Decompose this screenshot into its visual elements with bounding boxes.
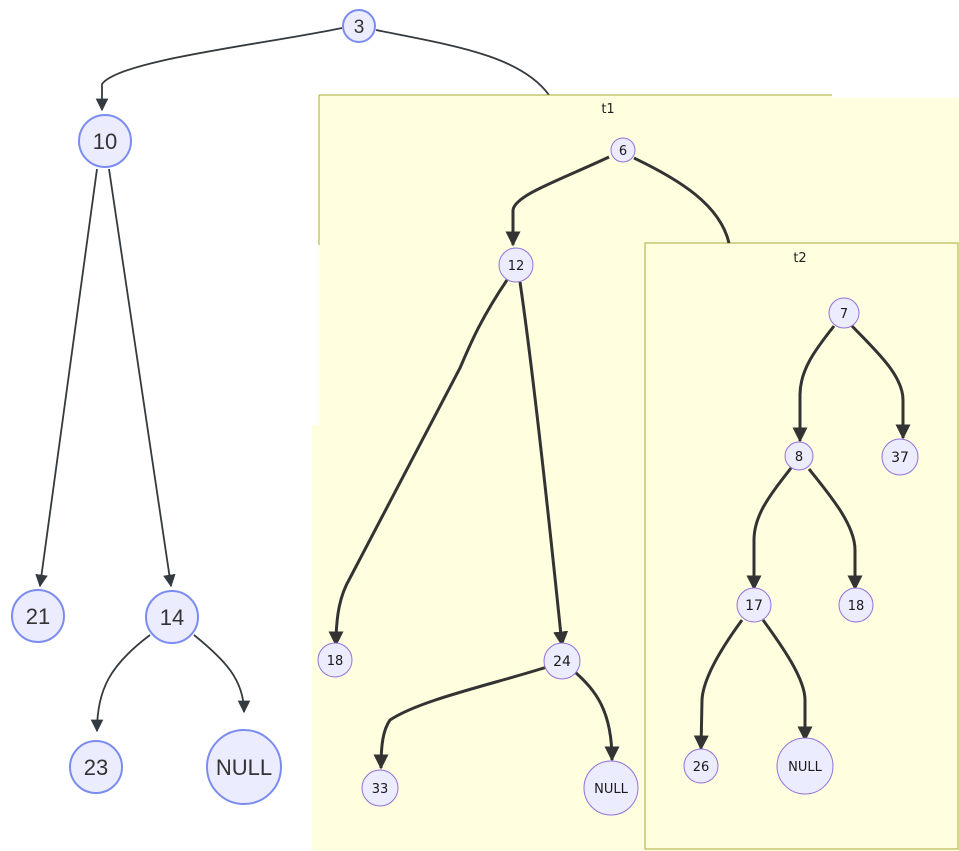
svg-text:12: 12 xyxy=(508,259,525,274)
svg-text:23: 23 xyxy=(84,755,108,780)
node-8: 8 xyxy=(784,441,814,471)
node-21: 21 xyxy=(11,589,65,643)
svg-text:10: 10 xyxy=(93,129,117,154)
svg-text:33: 33 xyxy=(372,782,389,797)
svg-text:3: 3 xyxy=(354,17,365,38)
svg-text:18: 18 xyxy=(327,654,344,669)
t2-edges xyxy=(693,324,911,751)
node-6: 6 xyxy=(610,137,636,163)
node-14: 14 xyxy=(145,590,199,644)
svg-text:24: 24 xyxy=(553,654,571,670)
svg-text:NULL: NULL xyxy=(594,782,628,797)
node-null-outer: NULL xyxy=(206,729,282,805)
svg-text:NULL: NULL xyxy=(788,760,822,775)
edge-3-t1 xyxy=(375,29,550,96)
cluster-t1-label: t1 xyxy=(601,102,614,117)
svg-text:7: 7 xyxy=(840,307,848,322)
edge-24-33 xyxy=(373,665,548,770)
node-37: 37 xyxy=(881,438,919,476)
outer-edges xyxy=(35,27,550,733)
node-null-t2: NULL xyxy=(776,737,834,795)
node-10: 10 xyxy=(78,114,132,168)
node-23: 23 xyxy=(69,740,123,794)
edge-14-null xyxy=(193,634,251,714)
edge-6-t2 xyxy=(633,156,731,244)
outer-nodes: 3 10 21 14 23 NULL xyxy=(11,9,376,805)
edge-17-26 xyxy=(693,619,744,751)
node-18-t2: 18 xyxy=(838,587,874,623)
edge-7-37 xyxy=(850,324,911,440)
edge-8-17 xyxy=(746,467,793,591)
edge-10-14 xyxy=(108,168,176,588)
edge-7-8 xyxy=(792,325,836,443)
edge-17-null xyxy=(761,619,813,742)
svg-text:21: 21 xyxy=(26,604,50,629)
node-17: 17 xyxy=(736,587,772,623)
edge-14-23 xyxy=(90,634,151,733)
node-26: 26 xyxy=(683,748,719,784)
t2-nodes: 7 8 37 17 18 26 NULL xyxy=(683,297,919,795)
edge-6-12 xyxy=(505,155,610,247)
node-24: 24 xyxy=(543,642,581,680)
edge-8-18 xyxy=(807,468,863,591)
node-18-t1: 18 xyxy=(317,642,353,678)
edge-3-10 xyxy=(95,27,343,112)
edge-12-18 xyxy=(328,279,509,647)
node-33: 33 xyxy=(361,769,399,807)
svg-text:37: 37 xyxy=(891,450,909,466)
svg-text:NULL: NULL xyxy=(216,755,272,780)
t1-edges xyxy=(328,155,731,770)
svg-text:6: 6 xyxy=(619,144,627,159)
svg-text:18: 18 xyxy=(848,599,865,614)
edge-24-null xyxy=(573,670,620,762)
node-7: 7 xyxy=(828,297,860,329)
edge-10-21 xyxy=(35,168,98,588)
cluster-t2-label: t2 xyxy=(793,251,806,266)
node-null-t1: NULL xyxy=(583,760,639,816)
svg-text:26: 26 xyxy=(693,760,710,775)
svg-text:17: 17 xyxy=(745,598,763,614)
edge-12-24 xyxy=(518,281,569,647)
svg-text:8: 8 xyxy=(795,450,803,465)
node-12: 12 xyxy=(498,247,534,283)
svg-text:14: 14 xyxy=(160,605,184,630)
node-3: 3 xyxy=(342,9,376,43)
t1-nodes: 6 12 18 24 33 NULL xyxy=(317,137,639,816)
